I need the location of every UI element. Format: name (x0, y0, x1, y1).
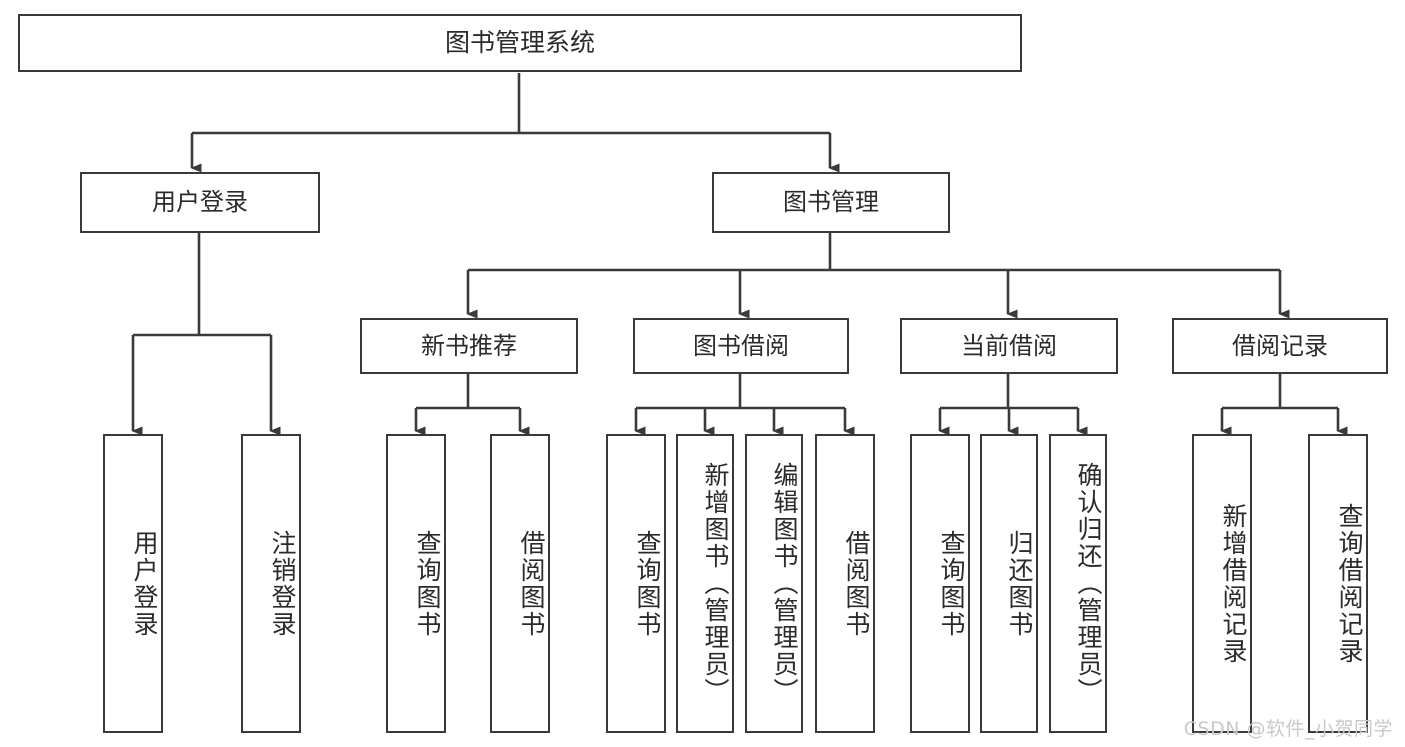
node-leaf-user-logout[interactable]: 注销登录 (241, 434, 301, 733)
csdn-watermark: CSDN @软件_小贺同学 (1183, 718, 1393, 740)
node-label: 查询图书 (633, 529, 662, 638)
node-leaf-return-book[interactable]: 归还图书 (980, 434, 1038, 733)
node-book-borrow[interactable]: 图书借阅 (633, 318, 849, 374)
node-leaf-user-login[interactable]: 用户登录 (103, 434, 163, 733)
node-label: 归还图书 (1005, 529, 1034, 638)
node-label: 查询借阅记录 (1335, 502, 1364, 665)
node-leaf-query-borrow-record[interactable]: 查询借阅记录 (1308, 434, 1368, 733)
node-leaf-edit-book-admin[interactable]: 编辑图书（管理员） (745, 434, 803, 733)
node-leaf-borrow-book-2[interactable]: 借阅图书 (815, 434, 875, 733)
node-root-book-management-system[interactable]: 图书管理系统 (18, 14, 1022, 72)
node-label: 新增借阅记录 (1219, 502, 1248, 665)
node-new-book-recommendation[interactable]: 新书推荐 (360, 318, 578, 374)
node-user-login[interactable]: 用户登录 (80, 172, 320, 233)
node-label: 借阅记录 (1232, 331, 1328, 360)
node-leaf-confirm-return-admin[interactable]: 确认归还（管理员） (1049, 434, 1107, 733)
node-label: 新增图书（管理员） (701, 462, 730, 705)
node-label: 图书借阅 (693, 331, 789, 360)
node-borrow-record[interactable]: 借阅记录 (1172, 318, 1388, 374)
node-current-borrow[interactable]: 当前借阅 (900, 318, 1118, 374)
node-book-management[interactable]: 图书管理 (712, 172, 950, 233)
node-label: 用户登录 (152, 188, 248, 217)
node-label: 查询图书 (413, 529, 442, 638)
node-label: 确认归还（管理员） (1074, 462, 1103, 705)
node-leaf-query-book-2[interactable]: 查询图书 (606, 434, 666, 733)
node-label: 注销登录 (268, 529, 297, 638)
node-label: 用户登录 (130, 529, 159, 638)
node-label: 查询图书 (937, 529, 966, 638)
node-leaf-query-book-3[interactable]: 查询图书 (910, 434, 970, 733)
node-label: 编辑图书（管理员） (770, 462, 799, 705)
node-leaf-borrow-book-1[interactable]: 借阅图书 (490, 434, 550, 733)
node-label: 图书管理 (783, 188, 879, 217)
node-leaf-add-book-admin[interactable]: 新增图书（管理员） (676, 434, 734, 733)
node-label: 借阅图书 (517, 529, 546, 638)
node-label: 新书推荐 (421, 331, 517, 360)
node-label: 当前借阅 (961, 331, 1057, 360)
node-label: 图书管理系统 (444, 28, 595, 58)
node-leaf-add-borrow-record[interactable]: 新增借阅记录 (1192, 434, 1252, 733)
node-label: 借阅图书 (842, 529, 871, 638)
node-leaf-query-book-1[interactable]: 查询图书 (386, 434, 446, 733)
